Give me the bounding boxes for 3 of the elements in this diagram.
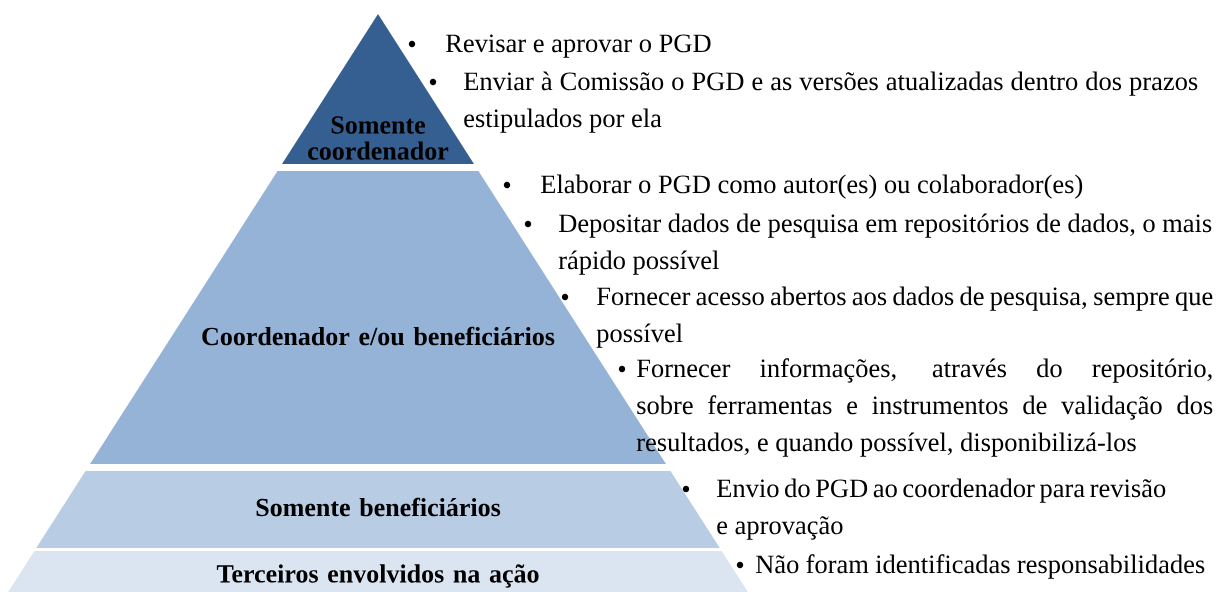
responsibility-text: Não foram identificadas responsabilidades bbox=[756, 554, 1205, 579]
responsibility-text: Envio do PGD ao coordenador para revisão e aprovação bbox=[717, 478, 1166, 540]
pyramid-level: Terceiros envolvidos na ação bbox=[8, 551, 748, 592]
